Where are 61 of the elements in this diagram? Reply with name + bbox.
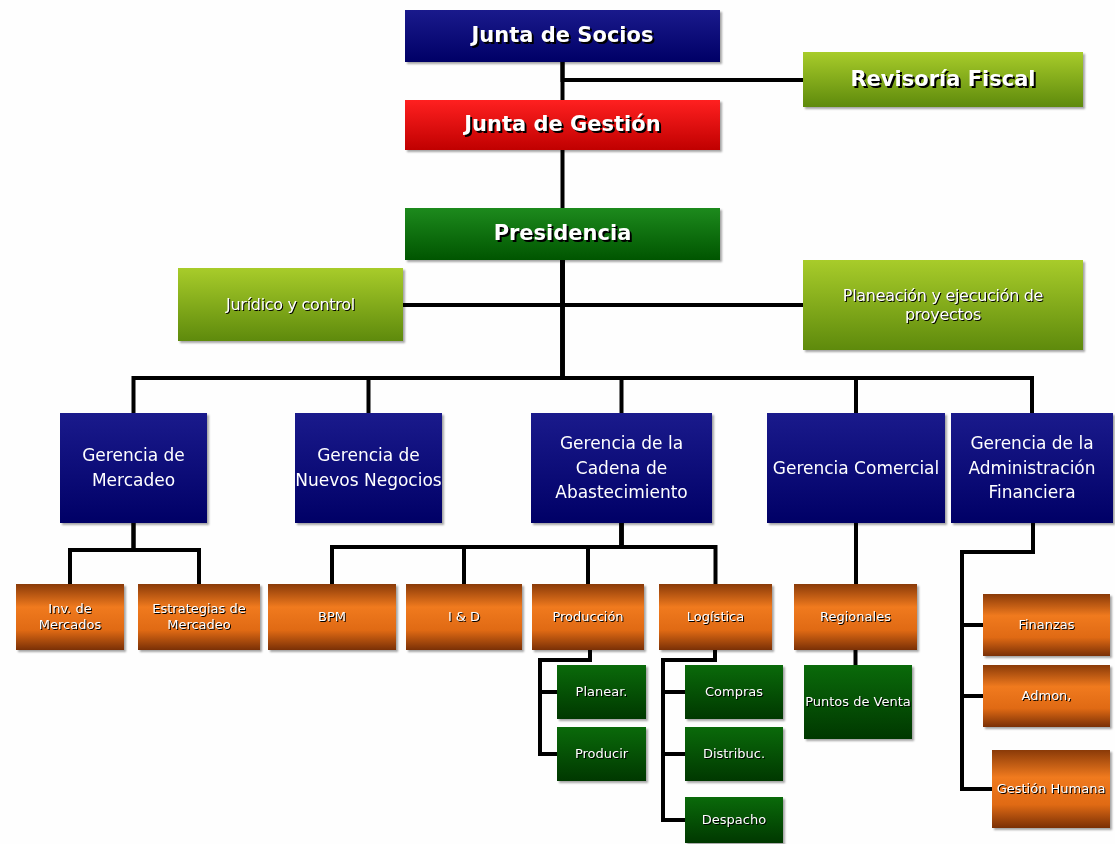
org-box <box>992 750 1110 828</box>
org-box <box>685 665 783 719</box>
box-label: Revisoría Fiscal <box>850 66 1036 93</box>
org-box <box>178 268 403 341</box>
org-box <box>983 665 1110 727</box>
box-label: Distribuc. <box>702 746 766 762</box>
connector-line <box>960 523 1035 791</box>
org-box <box>405 208 720 260</box>
org-box <box>405 100 720 150</box>
connector-line <box>560 150 565 208</box>
org-box <box>983 594 1110 656</box>
connector-line <box>854 523 858 584</box>
box-label: Despacho <box>701 812 767 828</box>
org-box <box>804 665 912 739</box>
org-box <box>685 727 783 781</box>
box-label: BPM <box>318 609 346 625</box>
box-label: Producción <box>552 609 624 625</box>
org-box <box>531 413 712 523</box>
box-label: Producir <box>574 746 629 762</box>
org-box <box>951 413 1113 523</box>
box-label: I & D <box>447 609 481 625</box>
connector-line <box>131 523 201 584</box>
box-label: Finanzas <box>1018 617 1075 633</box>
box-label: Inv. de Mercados <box>37 601 103 633</box>
org-box <box>803 260 1083 350</box>
org-box <box>685 797 783 843</box>
org-box <box>138 584 260 650</box>
box-label: Gestión Humana <box>996 781 1106 797</box>
box-label: Estrategias de Mercadeo <box>151 601 247 633</box>
box-label: Puntos de Venta <box>805 694 911 710</box>
org-box <box>60 413 207 523</box>
box-label: Regionales <box>820 609 891 625</box>
box-label: Presidencia <box>493 221 632 247</box>
org-box <box>794 584 917 650</box>
org-box <box>557 665 646 719</box>
org-box <box>405 10 720 62</box>
org-box <box>295 413 442 523</box>
box-label: Gerencia de Nuevos Negocios <box>295 444 442 492</box>
org-box <box>767 413 945 523</box>
connector-line <box>853 650 858 665</box>
box-label: Gerencia Comercial <box>772 456 940 480</box>
connector-line <box>560 62 803 82</box>
org-box <box>803 52 1083 107</box>
box-label: Planear. <box>575 684 628 700</box>
box-label: Planeación y ejecución de proyectos <box>841 285 1045 325</box>
org-box <box>557 727 646 781</box>
box-label: Gerencia de Mercadeo <box>81 444 186 492</box>
org-box <box>406 584 522 650</box>
box-label: Gerencia de la Cadena de Abastecimiento <box>554 432 689 505</box>
org-box <box>268 584 396 650</box>
box-label: Compras <box>705 684 763 700</box>
box-label: Jurídico y control <box>226 294 355 315</box>
box-label: Gerencia de la Administración Financiera <box>967 432 1097 505</box>
org-box <box>16 584 124 650</box>
box-label: Junta de Socios <box>471 23 654 49</box>
connector-line <box>619 523 718 584</box>
box-label: Logística <box>686 609 745 625</box>
org-box <box>532 584 644 650</box>
box-label: Junta de Gestión <box>464 112 661 138</box>
org-box <box>659 584 772 650</box>
box-label: Admon, <box>1021 688 1072 704</box>
